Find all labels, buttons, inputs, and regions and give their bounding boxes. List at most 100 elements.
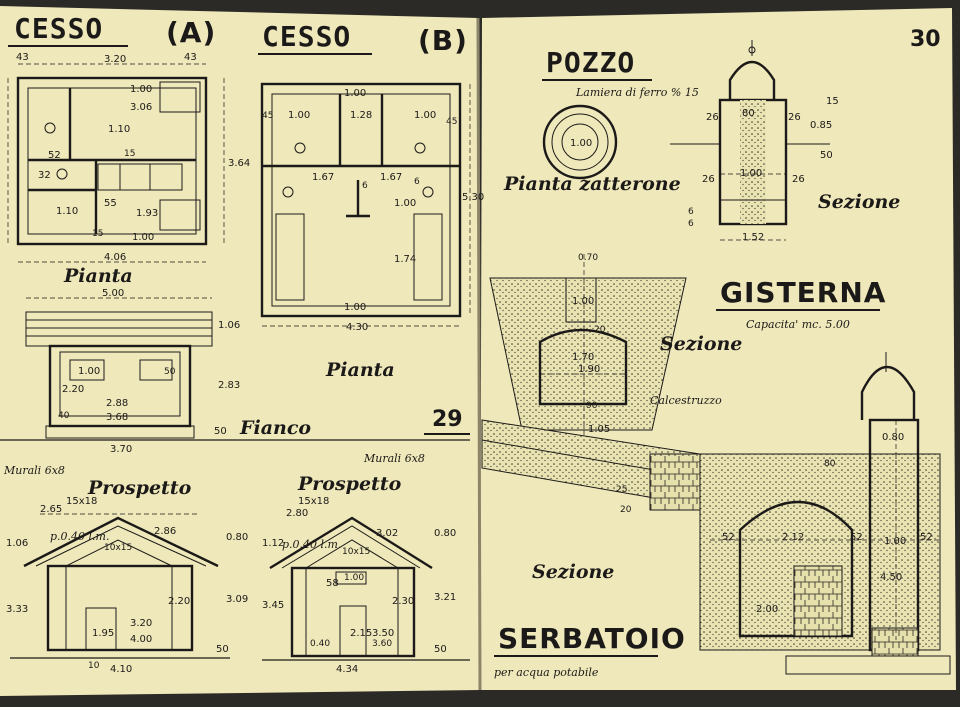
- svg-text:3.21: 3.21: [434, 592, 456, 603]
- svg-text:80: 80: [742, 108, 755, 119]
- svg-text:32: 32: [38, 170, 51, 181]
- svg-text:p.0.40 l.m.: p.0.40 l.m.: [282, 538, 341, 551]
- svg-text:52: 52: [850, 532, 863, 543]
- label-prospetto-a: Prospetto: [87, 477, 192, 499]
- svg-text:1.95: 1.95: [92, 628, 114, 639]
- pozzo-plan: 1.00: [542, 104, 618, 180]
- svg-text:1.10: 1.10: [56, 206, 78, 217]
- prospetto-b: Murali 6x8 Prospetto: [262, 452, 470, 661]
- capacita-note: Capacita' mc. 5.00: [746, 318, 850, 331]
- svg-text:3.20: 3.20: [130, 618, 152, 629]
- svg-text:3.06: 3.06: [130, 102, 152, 113]
- svg-text:2.30: 2.30: [392, 596, 414, 607]
- svg-text:3.50: 3.50: [372, 628, 394, 639]
- svg-text:2.12: 2.12: [782, 532, 804, 543]
- murali-b: Murali 6x8: [363, 452, 425, 465]
- gisterna-dims: 0.70 1.00 20 1.70 1.90 90 1.05: [572, 253, 610, 435]
- svg-text:1.00: 1.00: [344, 88, 366, 99]
- label-fianco: Fianco: [239, 417, 311, 439]
- svg-text:1.00: 1.00: [740, 168, 762, 179]
- svg-text:15: 15: [826, 96, 839, 107]
- serbatoio-title: SERBATOIO per acqua potabile: [494, 622, 686, 679]
- cesso-a-title: CESSO (A): [8, 12, 215, 49]
- plan-cesso-b: [260, 82, 471, 327]
- svg-text:5.00: 5.00: [102, 288, 124, 299]
- label-sezione-serbatoio: Sezione: [532, 561, 614, 583]
- svg-text:26: 26: [706, 112, 719, 123]
- svg-text:1.74: 1.74: [394, 254, 416, 265]
- pozzo-section: [670, 40, 830, 241]
- svg-text:1.00: 1.00: [884, 536, 906, 547]
- label-pianta-b: Pianta: [325, 359, 395, 381]
- svg-text:2.83: 2.83: [218, 380, 240, 391]
- cesso-b-title: CESSO (B): [258, 20, 467, 57]
- svg-text:0.80: 0.80: [226, 532, 248, 543]
- svg-text:2.20: 2.20: [62, 384, 84, 395]
- svg-text:3.45: 3.45: [262, 600, 284, 611]
- pozzo-section-dims: 80 15 0.85 26 26 50 26 1.00 26 1.52 6 6: [688, 96, 839, 243]
- svg-text:3.02: 3.02: [376, 528, 398, 539]
- svg-text:15x18: 15x18: [298, 496, 329, 507]
- svg-text:1.28: 1.28: [350, 110, 372, 121]
- svg-text:1.67: 1.67: [380, 172, 402, 183]
- svg-text:3.60: 3.60: [372, 639, 392, 649]
- page-number-30: 30: [910, 27, 941, 52]
- svg-text:1.70: 1.70: [572, 352, 594, 363]
- svg-text:1.90: 1.90: [578, 364, 600, 375]
- svg-text:2.15: 2.15: [350, 628, 372, 639]
- fianco-dims: 5.00 1.06 2.83 2.20 1.00 50 2.88 3.68 40…: [58, 288, 311, 455]
- title-gisterna: GISTERNA: [720, 276, 886, 309]
- svg-text:4.34: 4.34: [336, 664, 358, 675]
- label-prospetto-b: Prospetto: [297, 473, 402, 495]
- svg-text:50: 50: [820, 150, 833, 161]
- svg-text:4.06: 4.06: [104, 252, 126, 263]
- calcestruzzo-note: Calcestruzzo: [650, 394, 722, 407]
- svg-text:0.85: 0.85: [810, 120, 832, 131]
- svg-text:2.20: 2.20: [168, 596, 190, 607]
- svg-text:1.52: 1.52: [742, 232, 764, 243]
- svg-text:4.50: 4.50: [880, 572, 902, 583]
- svg-text:10x15: 10x15: [104, 543, 132, 553]
- svg-text:1.00: 1.00: [344, 573, 364, 583]
- svg-text:1.10: 1.10: [108, 124, 130, 135]
- svg-text:1.06: 1.06: [6, 538, 28, 549]
- label-pianta-zatterone: Pianta zatterone: [503, 173, 681, 195]
- svg-text:50: 50: [164, 367, 176, 377]
- title-cesso-a: CESSO: [14, 12, 103, 45]
- svg-text:3.68: 3.68: [106, 412, 128, 423]
- svg-text:43: 43: [16, 52, 29, 63]
- svg-text:4.10: 4.10: [110, 664, 132, 675]
- plan-cesso-a-dims: 43 3.20 43 1.00 3.06 1.10 52 15 32 55 1.…: [16, 52, 250, 287]
- svg-text:2.65: 2.65: [40, 504, 62, 515]
- svg-text:5.30: 5.30: [462, 192, 484, 203]
- title-serbatoio: SERBATOIO: [498, 622, 686, 655]
- page-number-29: 29: [432, 407, 463, 432]
- label-sezione-gisterna: Sezione: [660, 333, 742, 355]
- svg-text:3.33: 3.33: [6, 604, 28, 615]
- gisterna-title: GISTERNA Capacita' mc. 5.00: [716, 276, 886, 331]
- svg-text:6: 6: [688, 207, 694, 217]
- svg-text:45: 45: [446, 117, 457, 127]
- svg-text:80: 80: [824, 459, 836, 469]
- svg-text:2.88: 2.88: [106, 398, 128, 409]
- svg-text:1.00: 1.00: [288, 110, 310, 121]
- svg-text:p.0.40 l.m.: p.0.40 l.m.: [50, 530, 109, 543]
- lamiera-note: Lamiera di ferro % 15: [575, 86, 699, 99]
- svg-text:1.00: 1.00: [414, 110, 436, 121]
- svg-text:1.67: 1.67: [312, 172, 334, 183]
- serbatoio-section: [481, 352, 951, 675]
- svg-text:1.12: 1.12: [262, 538, 284, 549]
- svg-text:1.00: 1.00: [130, 84, 152, 95]
- svg-text:1.00: 1.00: [344, 302, 366, 313]
- svg-text:25: 25: [616, 485, 627, 495]
- svg-text:10x15: 10x15: [342, 547, 370, 557]
- svg-text:15x18: 15x18: [66, 496, 97, 507]
- prospetto-a-dims: 2.65 15x18 p.0.40 l.m. 2.86 10x15 1.06 3…: [6, 496, 248, 675]
- svg-text:2.00: 2.00: [756, 604, 778, 615]
- svg-text:6: 6: [362, 181, 368, 191]
- book-gutter: [476, 17, 482, 691]
- svg-text:58: 58: [326, 578, 339, 589]
- svg-text:1.06: 1.06: [218, 320, 240, 331]
- plan-cesso-a: [7, 63, 225, 263]
